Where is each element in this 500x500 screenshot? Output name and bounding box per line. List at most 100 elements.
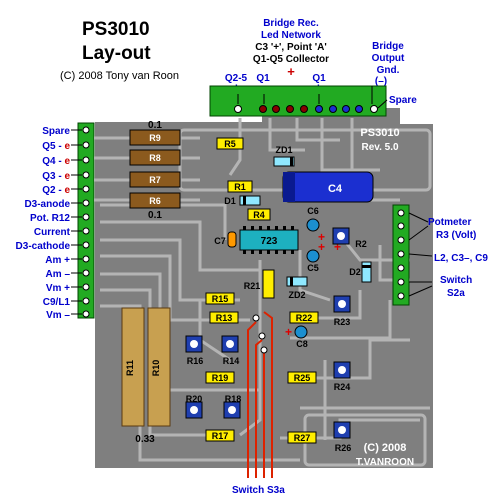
switch-s3a-pads <box>252 314 268 354</box>
bridge-rec-line4: Q1-Q5 Collector <box>253 54 329 65</box>
bridge-rec-line2: Led Network <box>261 30 321 41</box>
title-line1: PS3010 <box>82 19 150 40</box>
left-labels: Spare Q5 - e Q4 - e Q3 - e Q2 - e D3-anodePot… <box>16 126 82 321</box>
left-label-7: Current <box>34 227 71 238</box>
right-label-l2: L2, C3–, C9 <box>434 253 488 264</box>
bridge-out-line4: (–) <box>375 76 387 87</box>
left-connector-holes <box>82 126 90 318</box>
c6-body <box>306 218 320 232</box>
r15-label: R15 <box>212 294 229 304</box>
r19-label: R19 <box>212 373 229 383</box>
q1b-label: Q1 <box>312 73 326 84</box>
r10-label: R10 <box>151 360 161 377</box>
label-pointers <box>237 86 388 109</box>
right-label-pointers <box>408 212 433 297</box>
r8-label: R8 <box>149 153 161 163</box>
r20-label: R20 <box>186 394 203 404</box>
c8-body <box>294 325 308 339</box>
c5-body <box>306 249 320 263</box>
r10-body <box>147 307 171 427</box>
svg-text:+: + <box>318 240 325 254</box>
title-line2: Lay-out <box>82 43 151 64</box>
r27-label: R27 <box>294 433 311 443</box>
c5-label: C5 <box>307 263 319 273</box>
copyright-text: (C) 2008 Tony van Roon <box>60 70 179 82</box>
c7-label: C7 <box>214 236 226 246</box>
bridge-out-line2: Output <box>372 53 405 64</box>
ic-723-pins <box>243 226 294 254</box>
r13-label: R13 <box>216 313 233 323</box>
r6-value: 0.1 <box>148 210 162 221</box>
right-label-switch: Switch <box>440 275 472 286</box>
r9-label: R9 <box>149 133 161 143</box>
switch-s3a-wires <box>247 311 273 478</box>
c7-body <box>227 231 237 248</box>
ic-723-label: 723 <box>261 236 278 247</box>
spare-top-label: Spare <box>389 95 417 106</box>
r11-label: R11 <box>125 360 135 376</box>
svg-text:+: + <box>318 230 325 244</box>
d1-label: D1 <box>224 196 236 206</box>
pcb-copy2-text: T.VANROON <box>356 457 414 468</box>
plus-sign-top: + <box>287 64 295 79</box>
left-label-11: Vm + <box>46 283 70 294</box>
left-label-1: Q5 - e <box>42 141 70 152</box>
right-label-potmeter: Potmeter <box>428 217 471 228</box>
zd2-label: ZD2 <box>288 290 305 300</box>
pcb-model-text: PS3010 <box>360 127 399 139</box>
left-label-0: Spare <box>42 126 70 137</box>
r7-label: R7 <box>149 175 161 185</box>
left-label-9: Am + <box>45 255 70 266</box>
left-label-5: D3-anode <box>24 199 70 210</box>
pcb-copy1-text: (C) 2008 <box>364 442 407 454</box>
c4-label: C4 <box>328 183 343 195</box>
pcb-rev-text: Rev. 5.0 <box>361 142 398 153</box>
diodes <box>239 156 372 287</box>
r24-label: R24 <box>334 382 351 392</box>
right-connector-holes <box>397 209 405 300</box>
r26-label: R26 <box>335 443 352 453</box>
q25-label: Q2-5 <box>225 73 248 84</box>
r25-label: R25 <box>294 373 311 383</box>
r22-label: R22 <box>296 313 313 323</box>
svg-text:+: + <box>334 240 341 254</box>
bridge-out-line1: Bridge <box>372 41 404 52</box>
left-label-10: Am – <box>46 269 71 280</box>
right-label-r3volt: R3 (Volt) <box>436 230 476 241</box>
left-label-8: D3-cathode <box>16 241 71 252</box>
r2-label: R2 <box>355 239 367 249</box>
r17-label: R17 <box>212 431 229 441</box>
top-connector-holes <box>234 105 378 113</box>
r16-label: R16 <box>187 356 204 366</box>
power-resistors <box>94 129 200 209</box>
left-label-4: Q2 - e <box>42 185 70 196</box>
r11-body <box>121 307 145 427</box>
right-label-s2a: S2a <box>447 288 465 299</box>
left-label-3: Q3 - e <box>42 171 70 182</box>
c4-stripe <box>283 172 295 202</box>
switch-s3a-label: Switch S3a <box>232 485 285 496</box>
r4-label: R4 <box>253 210 265 220</box>
svg-text:+: + <box>285 325 292 339</box>
r5-label: R5 <box>224 139 236 149</box>
r14-label: R14 <box>223 356 240 366</box>
r6-label: R6 <box>149 196 161 206</box>
r10-value: 0.33 <box>135 434 155 445</box>
r18-label: R18 <box>225 394 242 404</box>
q1e-label: Q1 <box>256 73 270 84</box>
left-label-12: C9/L1 <box>43 297 71 308</box>
left-label-6: Pot. R12 <box>30 213 70 224</box>
r1-label: R1 <box>234 182 246 192</box>
c8-label: C8 <box>296 339 308 349</box>
yellow-resistors <box>205 137 319 444</box>
trimmers <box>185 227 351 439</box>
zd1-label: ZD1 <box>275 145 292 155</box>
r23-label: R23 <box>334 317 351 327</box>
left-label-2: Q4 - e <box>42 156 70 167</box>
polarity-marks: + + + + <box>285 230 341 339</box>
r9-value: 0.1 <box>148 120 162 131</box>
d2-label: D2 <box>349 267 361 277</box>
bridge-rec-line1: Bridge Rec. <box>263 18 319 29</box>
